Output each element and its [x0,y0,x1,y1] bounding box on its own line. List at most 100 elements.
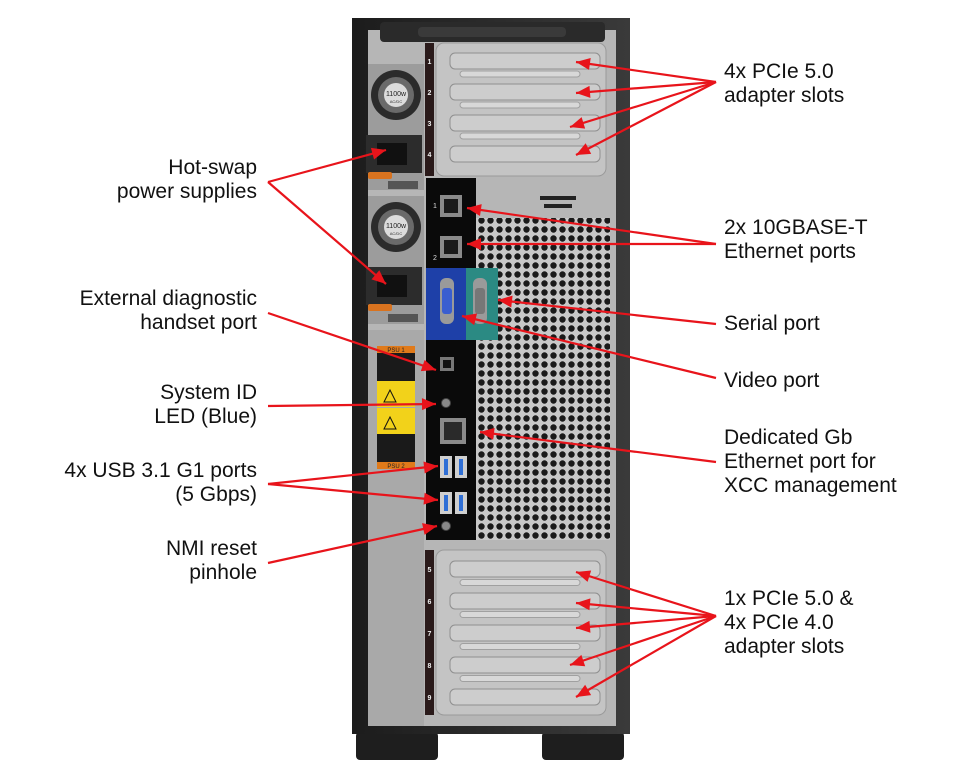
arrow-psu-2 [267,181,387,285]
arrow-eth-2 [467,238,716,250]
ethernet-10g-port-1[interactable] [440,195,462,217]
arrow-usb-upper [267,461,439,486]
slot-number-strip-top [425,43,434,176]
callout-video-line-1: Video port [724,369,820,392]
callout-diagnostic-port: External diagnostic handset port [80,287,257,335]
pcie-top-slot-number: 1 [428,59,432,66]
callout-nmi-line-2: pinhole [189,561,257,584]
psu-2: 1100w AC/DC [366,196,424,324]
nmi-reset-pinhole[interactable] [441,521,451,531]
psu-1-handle[interactable] [368,172,392,179]
callout-pcie-bottom: 1x PCIe 5.0 & 4x PCIe 4.0 adapter slots [724,587,854,659]
callout-xcc-line-1: Dedicated Gb [724,426,853,449]
callout-usb-line-2: (5 Gbps) [175,483,257,506]
callout-usb-line-1: 4x USB 3.1 G1 ports [64,459,257,482]
arrow-usb-lower [267,482,439,505]
callout-sysid-line-1: System ID [160,381,257,404]
psu-1-rating: 1100w [386,91,407,98]
slot-divider [459,579,581,587]
psu-2-subtext: AC/DC [390,231,403,236]
callout-xcc: Dedicated Gb Ethernet port for XCC manag… [724,426,897,498]
pcie-bottom-slot-number: 8 [428,663,432,670]
callout-pcie-top-line-2: adapter slots [724,84,845,107]
pcie-bottom-slot-6[interactable] [449,592,601,610]
callout-system-id-led: System ID LED (Blue) [154,381,257,429]
arrow-serial [497,295,717,326]
diagnostic-handset-port[interactable] [440,357,454,371]
pcie-bottom-slot-number: 5 [428,567,432,574]
callout-pcie-top: 4x PCIe 5.0 adapter slots [724,60,844,108]
callout-serial: Serial port [724,312,820,336]
system-id-led[interactable] [441,398,451,408]
foot-left [356,732,438,760]
callout-nmi-line-1: NMI reset [165,537,257,560]
eth-port-1-number: 1 [433,203,437,210]
pcie-top-slot-4[interactable] [449,145,601,163]
callout-xcc-line-3: XCC management [724,474,897,497]
psu-1: 1100w AC/DC [366,64,424,190]
callout-nmi: NMI reset pinhole [166,537,257,585]
callout-pcie-bottom-line-1: 1x PCIe 5.0 & [724,587,854,610]
slot-divider [459,132,581,140]
arrow-pcie-slot-2 [575,80,717,98]
callout-eth-line-2: Ethernet ports [724,240,856,263]
psu-2-sticker-label: PSU 2 [387,464,405,470]
arrow-pcie-slot-8 [569,614,717,667]
arrow-pcie-slot-1 [575,58,717,84]
pcie-bottom-slot-7[interactable] [449,624,601,642]
psu-label-sticker: PSU 1 PSU 2 [377,346,415,470]
psu-1-subtext: AC/DC [390,99,403,104]
video-port[interactable] [440,278,454,324]
arrow-pcie-slot-5 [575,570,717,618]
arrow-pcie-slot-6 [575,598,717,618]
arrow-diagnostic-port [267,311,437,372]
arrow-eth-1 [466,204,717,246]
pcie-bottom-slot-number: 6 [428,599,432,606]
callout-psu-line-1: Hot-swap [168,156,257,179]
xcc-ethernet-port[interactable] [440,418,466,444]
callout-pcie-bottom-line-2: 4x PCIe 4.0 [724,611,834,634]
pcie-bottom-slot-number: 9 [428,695,432,702]
arrow-nmi [267,523,438,565]
pcie-bottom-slot-9[interactable] [449,688,601,706]
callout-10gbase-t: 2x 10GBASE-T Ethernet ports [724,216,868,264]
psu-2-handle[interactable] [368,304,392,311]
callout-psu-line-2: power supplies [116,180,257,203]
arrow-system-id-led [267,398,437,411]
callout-serial-line-1: Serial port [724,312,820,335]
slot-divider [459,611,581,619]
pcie-top-slot-3[interactable] [449,114,601,132]
usb-ports[interactable] [440,456,467,514]
callout-diag-line-1: External diagnostic [79,287,257,310]
arrow-pcie-slot-3 [569,80,717,129]
callout-pcie-bottom-line-3: adapter slots [724,635,845,658]
arrow-pcie-slot-7 [575,614,717,633]
arrow-psu-1 [267,147,387,184]
slot-divider [459,70,581,78]
arrow-video [461,313,717,380]
pcie-bottom-slot-5[interactable] [449,560,601,578]
pcie-bottom-slot-number: 7 [428,631,432,638]
arrow-pcie-slot-9 [575,615,717,698]
pcie-bottom-slot-8[interactable] [449,656,601,674]
callout-xcc-line-2: Ethernet port for [724,450,876,473]
callout-sysid-line-2: LED (Blue) [154,405,257,428]
pcie-top-slot-1[interactable] [449,52,601,70]
slot-divider [459,101,581,109]
serial-port[interactable] [473,278,487,324]
pcie-top-slot-number: 4 [428,152,432,159]
ethernet-10g-port-2[interactable] [440,236,462,258]
slot-divider [459,643,581,651]
pcie-top-slot-number: 2 [428,90,432,97]
arrow-xcc [479,427,717,464]
callout-usb: 4x USB 3.1 G1 ports (5 Gbps) [64,459,257,507]
psu-1-sticker-label: PSU 1 [387,348,405,354]
psu-2-rating: 1100w [386,223,407,230]
foot-right [542,732,624,760]
callout-psu: Hot-swap power supplies [117,156,257,204]
vent-grille [476,218,610,540]
arrow-pcie-slot-4 [575,81,717,156]
slot-number-strip-bottom [425,550,434,715]
